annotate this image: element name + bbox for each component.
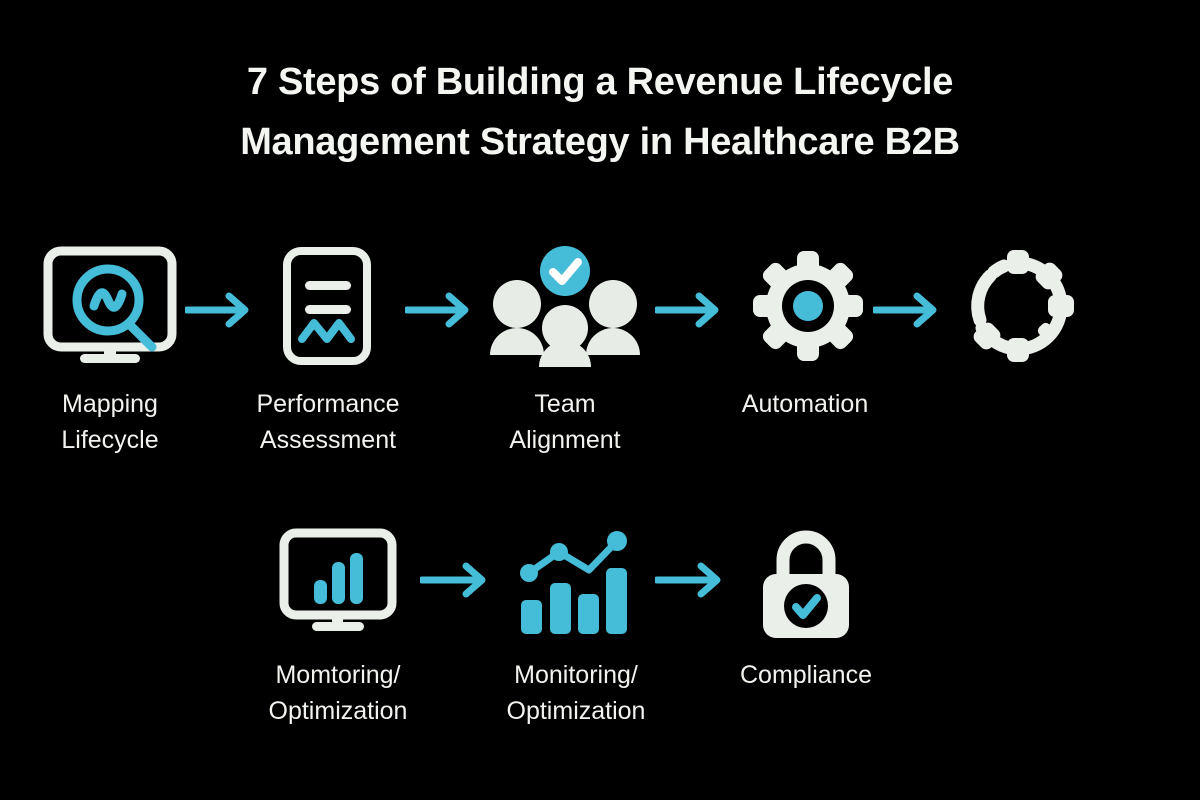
arrow-3 bbox=[653, 290, 725, 335]
bar-chart-trend-icon bbox=[515, 528, 635, 638]
arrow-5 bbox=[418, 560, 492, 605]
step-label-mapping-lifecycle: Mapping Lifecycle bbox=[61, 390, 159, 454]
title-line-1: 7 Steps of Building a Revenue Lifecycle bbox=[246, 61, 954, 103]
arrow-1 bbox=[183, 290, 255, 335]
monitor-magnifier-icon bbox=[40, 243, 180, 368]
step-label-team-alignment: Team Alignment bbox=[509, 390, 621, 454]
document-chart-icon bbox=[280, 245, 380, 367]
page-title: 7 Steps of Building a Revenue Lifecycle … bbox=[0, 52, 1200, 172]
gear-icon bbox=[752, 250, 864, 362]
team-check-icon bbox=[487, 245, 643, 367]
step-label-momtoring-optimization: Momtoring/ Optimization bbox=[268, 661, 408, 725]
step-label-performance-assessment: Performance Assessment bbox=[256, 390, 400, 454]
monitor-bars-icon bbox=[278, 528, 398, 638]
step-label-monitoring-optimization: Monitoring/ Optimization bbox=[506, 661, 646, 725]
arrow-2 bbox=[403, 290, 475, 335]
broken-gear-icon bbox=[960, 248, 1076, 364]
step-label-automation: Automation bbox=[741, 390, 869, 418]
lock-check-icon bbox=[757, 528, 855, 640]
title-line-2: Management Strategy in Healthcare B2B bbox=[240, 121, 960, 163]
arrow-6 bbox=[653, 560, 727, 605]
step-label-compliance: Compliance bbox=[739, 661, 872, 689]
arrow-4 bbox=[871, 290, 943, 335]
